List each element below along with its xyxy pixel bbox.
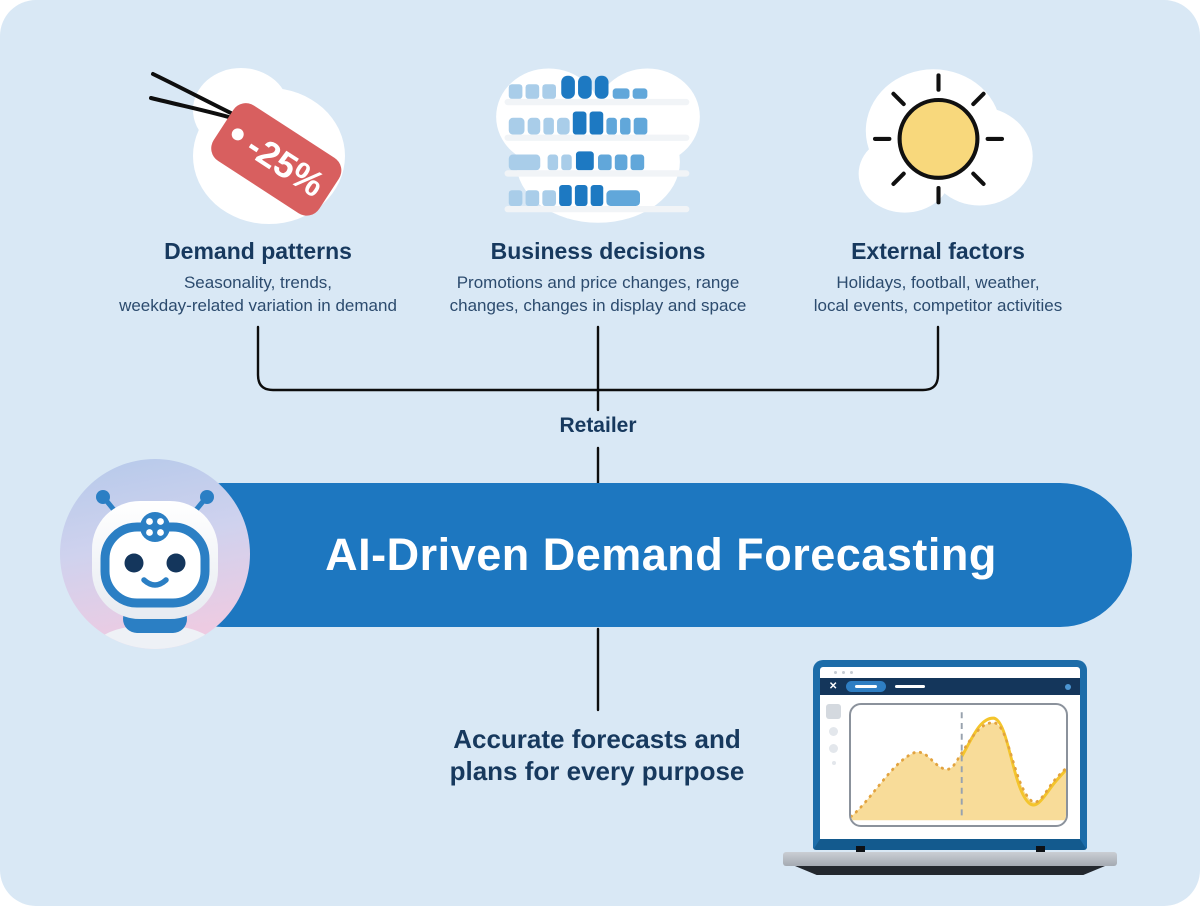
- toolbar-dot-icon: [1065, 683, 1071, 690]
- sidebar-circle-icon: [829, 744, 838, 753]
- laptop-hinge-foot: [1036, 846, 1045, 855]
- store-shelves-icon: [428, 58, 768, 228]
- outcome-text: Accurate forecasts and plans for every p…: [449, 724, 745, 786]
- column-business-decisions: Business decisions Promotions and price …: [428, 58, 768, 318]
- ai-forecasting-banner: AI-Driven Demand Forecasting: [150, 483, 1132, 627]
- sidebar-circle-icon: [829, 727, 838, 736]
- forecast-chart: [849, 703, 1068, 827]
- laptop-screen: ✕: [813, 660, 1087, 850]
- laptop-hinge-foot: [856, 846, 865, 855]
- sidebar-square-icon: [826, 704, 841, 719]
- business-decisions-subtitle: Promotions and price changes, range chan…: [449, 273, 747, 316]
- window-dots: [820, 667, 1080, 678]
- retailer-label: Retailer: [559, 414, 637, 437]
- demand-patterns-title: Demand patterns: [164, 238, 352, 264]
- app-sidebar: [820, 695, 847, 839]
- app-logo-icon: ✕: [829, 680, 838, 692]
- app-toolbar: ✕: [820, 678, 1080, 695]
- laptop-base: [783, 852, 1117, 866]
- external-factors-subtitle: Holidays, football, weather, local event…: [813, 273, 1063, 316]
- discount-tag-icon: -25%: [88, 58, 428, 228]
- column-external-factors: External factors Holidays, football, wea…: [768, 58, 1108, 318]
- inactive-tab-dash: [895, 685, 926, 688]
- demand-patterns-subtitle: Seasonality, trends, weekday-related var…: [119, 273, 397, 316]
- column-demand-patterns: -25% Demand patterns Seasonality, trends…: [88, 58, 428, 318]
- sun-icon: [768, 58, 1108, 228]
- laptop-base-underside: [795, 866, 1105, 875]
- banner-title: AI-Driven Demand Forecasting: [325, 529, 997, 580]
- sidebar-dot-icon: [831, 761, 836, 765]
- active-tab-pill: [846, 681, 887, 692]
- business-decisions-title: Business decisions: [490, 238, 706, 264]
- laptop-illustration: ✕: [783, 660, 1117, 880]
- robot-mascot-icon: [60, 459, 250, 649]
- external-factors-title: External factors: [851, 238, 1025, 264]
